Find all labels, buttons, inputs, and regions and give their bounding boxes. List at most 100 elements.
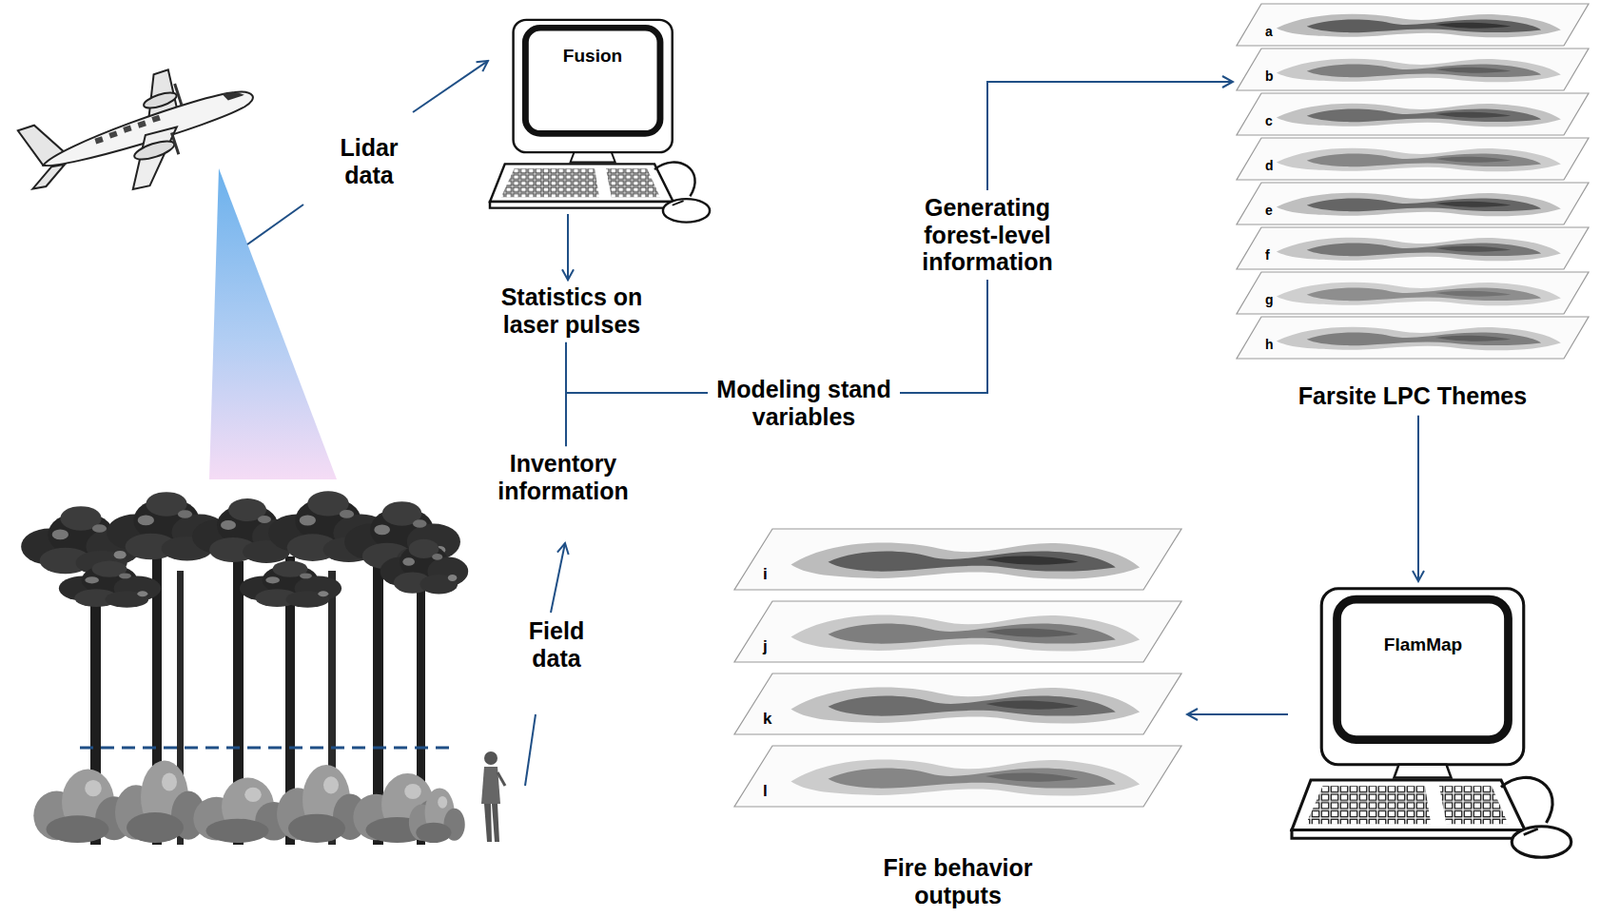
node-text: FlamMap (1337, 634, 1509, 656)
height-threshold-line (79, 746, 449, 750)
map-layer: c (1236, 93, 1589, 136)
node-text: c (1265, 114, 1589, 128)
map-layer-outline (1276, 282, 1561, 306)
map-layer: j (734, 601, 1182, 663)
map-layer-outline (1236, 137, 1589, 180)
process-step: Inventory information (477, 449, 649, 506)
map-layer: e (1236, 182, 1589, 225)
flow-connector (565, 392, 708, 447)
layer-stack: Farsite LPC Themes a b cd e f g h (1236, 3, 1589, 410)
flow-connector (565, 342, 708, 393)
map-layer-outline (791, 615, 1141, 652)
node-text: b (1265, 69, 1589, 83)
field-worker (481, 751, 506, 842)
flow-connector (1417, 415, 1420, 582)
map-layer-outline (1236, 48, 1589, 91)
trees (20, 490, 469, 845)
node-text: j (762, 638, 1182, 655)
airplane (157, 83, 196, 155)
node-text: g (1265, 292, 1589, 307)
airplane (132, 137, 176, 164)
computer-drawing (1291, 585, 1578, 871)
data-flow-arrow (412, 60, 488, 113)
map-layer-outline (1236, 227, 1589, 270)
map-layer-outline (1236, 227, 1589, 270)
trees (276, 764, 368, 843)
map-layer-outline (791, 760, 1141, 797)
computer-flammap: FlamMap (1291, 585, 1578, 840)
node-text: Farsite LPC Themes (1236, 382, 1589, 410)
data-flow-arrow (550, 543, 566, 613)
layer-stack: Fire behavior outputsijkl (734, 528, 1182, 910)
map-layer-outline (734, 601, 1182, 663)
node-text: Inventory information (477, 449, 649, 506)
flow-connector (566, 214, 569, 280)
map-layer-outline (1276, 14, 1561, 38)
map-layer: h (1236, 316, 1589, 359)
airplane (122, 125, 132, 134)
node-text: f (1265, 248, 1589, 262)
map-layer-outline (1236, 3, 1589, 46)
flow-connector (899, 81, 1233, 393)
map-layer-outline (1276, 193, 1561, 216)
map-layer-outline (1276, 237, 1561, 261)
trees (380, 539, 469, 595)
map-layer-outline (791, 543, 1141, 580)
map-layer-outline (734, 745, 1182, 807)
map-layer-outline (1236, 137, 1589, 180)
process-step: Modeling stand variables (713, 375, 895, 431)
map-layer: g (1236, 272, 1589, 314)
airplane (222, 87, 245, 101)
flow-label: Field data (513, 617, 600, 673)
map-layer-outline (1276, 148, 1561, 172)
trees (115, 760, 206, 843)
map-layer: b (1236, 48, 1589, 91)
computer-drawing (489, 19, 710, 223)
map-layer: f (1236, 227, 1589, 270)
map-layer-outline (791, 687, 1141, 724)
map-layer-outline (1236, 316, 1589, 359)
process-step: Statistics on laser pulses (486, 283, 658, 339)
airplane (141, 89, 178, 112)
airplane (10, 47, 270, 221)
node-text: Modeling stand variables (713, 375, 895, 431)
node-text: e (1265, 203, 1589, 217)
connector-label: Generating forest-level information (916, 190, 1059, 280)
field-worker (484, 751, 498, 765)
map-layer-outline (1276, 327, 1561, 351)
airplane (151, 115, 160, 123)
map-layer-outline (1236, 182, 1589, 225)
map-layer-outline (1236, 316, 1589, 359)
computer-drawing (1291, 588, 1572, 859)
map-layer-outline (734, 528, 1182, 590)
map-layer: d (1236, 137, 1589, 180)
flow-connector (1187, 713, 1288, 716)
map-layer-outline (734, 673, 1182, 735)
node-text: Fire behavior outputs (872, 854, 1044, 910)
map-layer: l (734, 745, 1182, 807)
map-layer-outline (1236, 272, 1589, 314)
lidar-beam (209, 168, 337, 480)
node-text: h (1265, 337, 1589, 352)
map-layer: a (1236, 3, 1589, 46)
data-flow-arrow (525, 714, 536, 786)
node-text: l (762, 782, 1182, 800)
map-layer-outline (734, 673, 1182, 735)
map-layer-outline (1236, 48, 1589, 91)
map-layer-outline (1236, 182, 1589, 225)
field-worker (481, 766, 501, 804)
trees (239, 560, 342, 607)
map-layer: k (734, 673, 1182, 735)
field-worker (497, 772, 506, 786)
node-text: a (1265, 24, 1589, 39)
trees (409, 787, 466, 843)
map-layer-outline (1276, 103, 1561, 127)
flow-label: Lidar data (326, 134, 412, 190)
map-layer-outline (1276, 58, 1561, 82)
node-text: Fusion (525, 45, 661, 67)
map-layer-outline (1236, 3, 1589, 46)
computer-fusion: Fusion (489, 17, 715, 213)
data-flow-arrow (247, 204, 304, 245)
trees (58, 560, 161, 607)
airplane (117, 125, 192, 192)
